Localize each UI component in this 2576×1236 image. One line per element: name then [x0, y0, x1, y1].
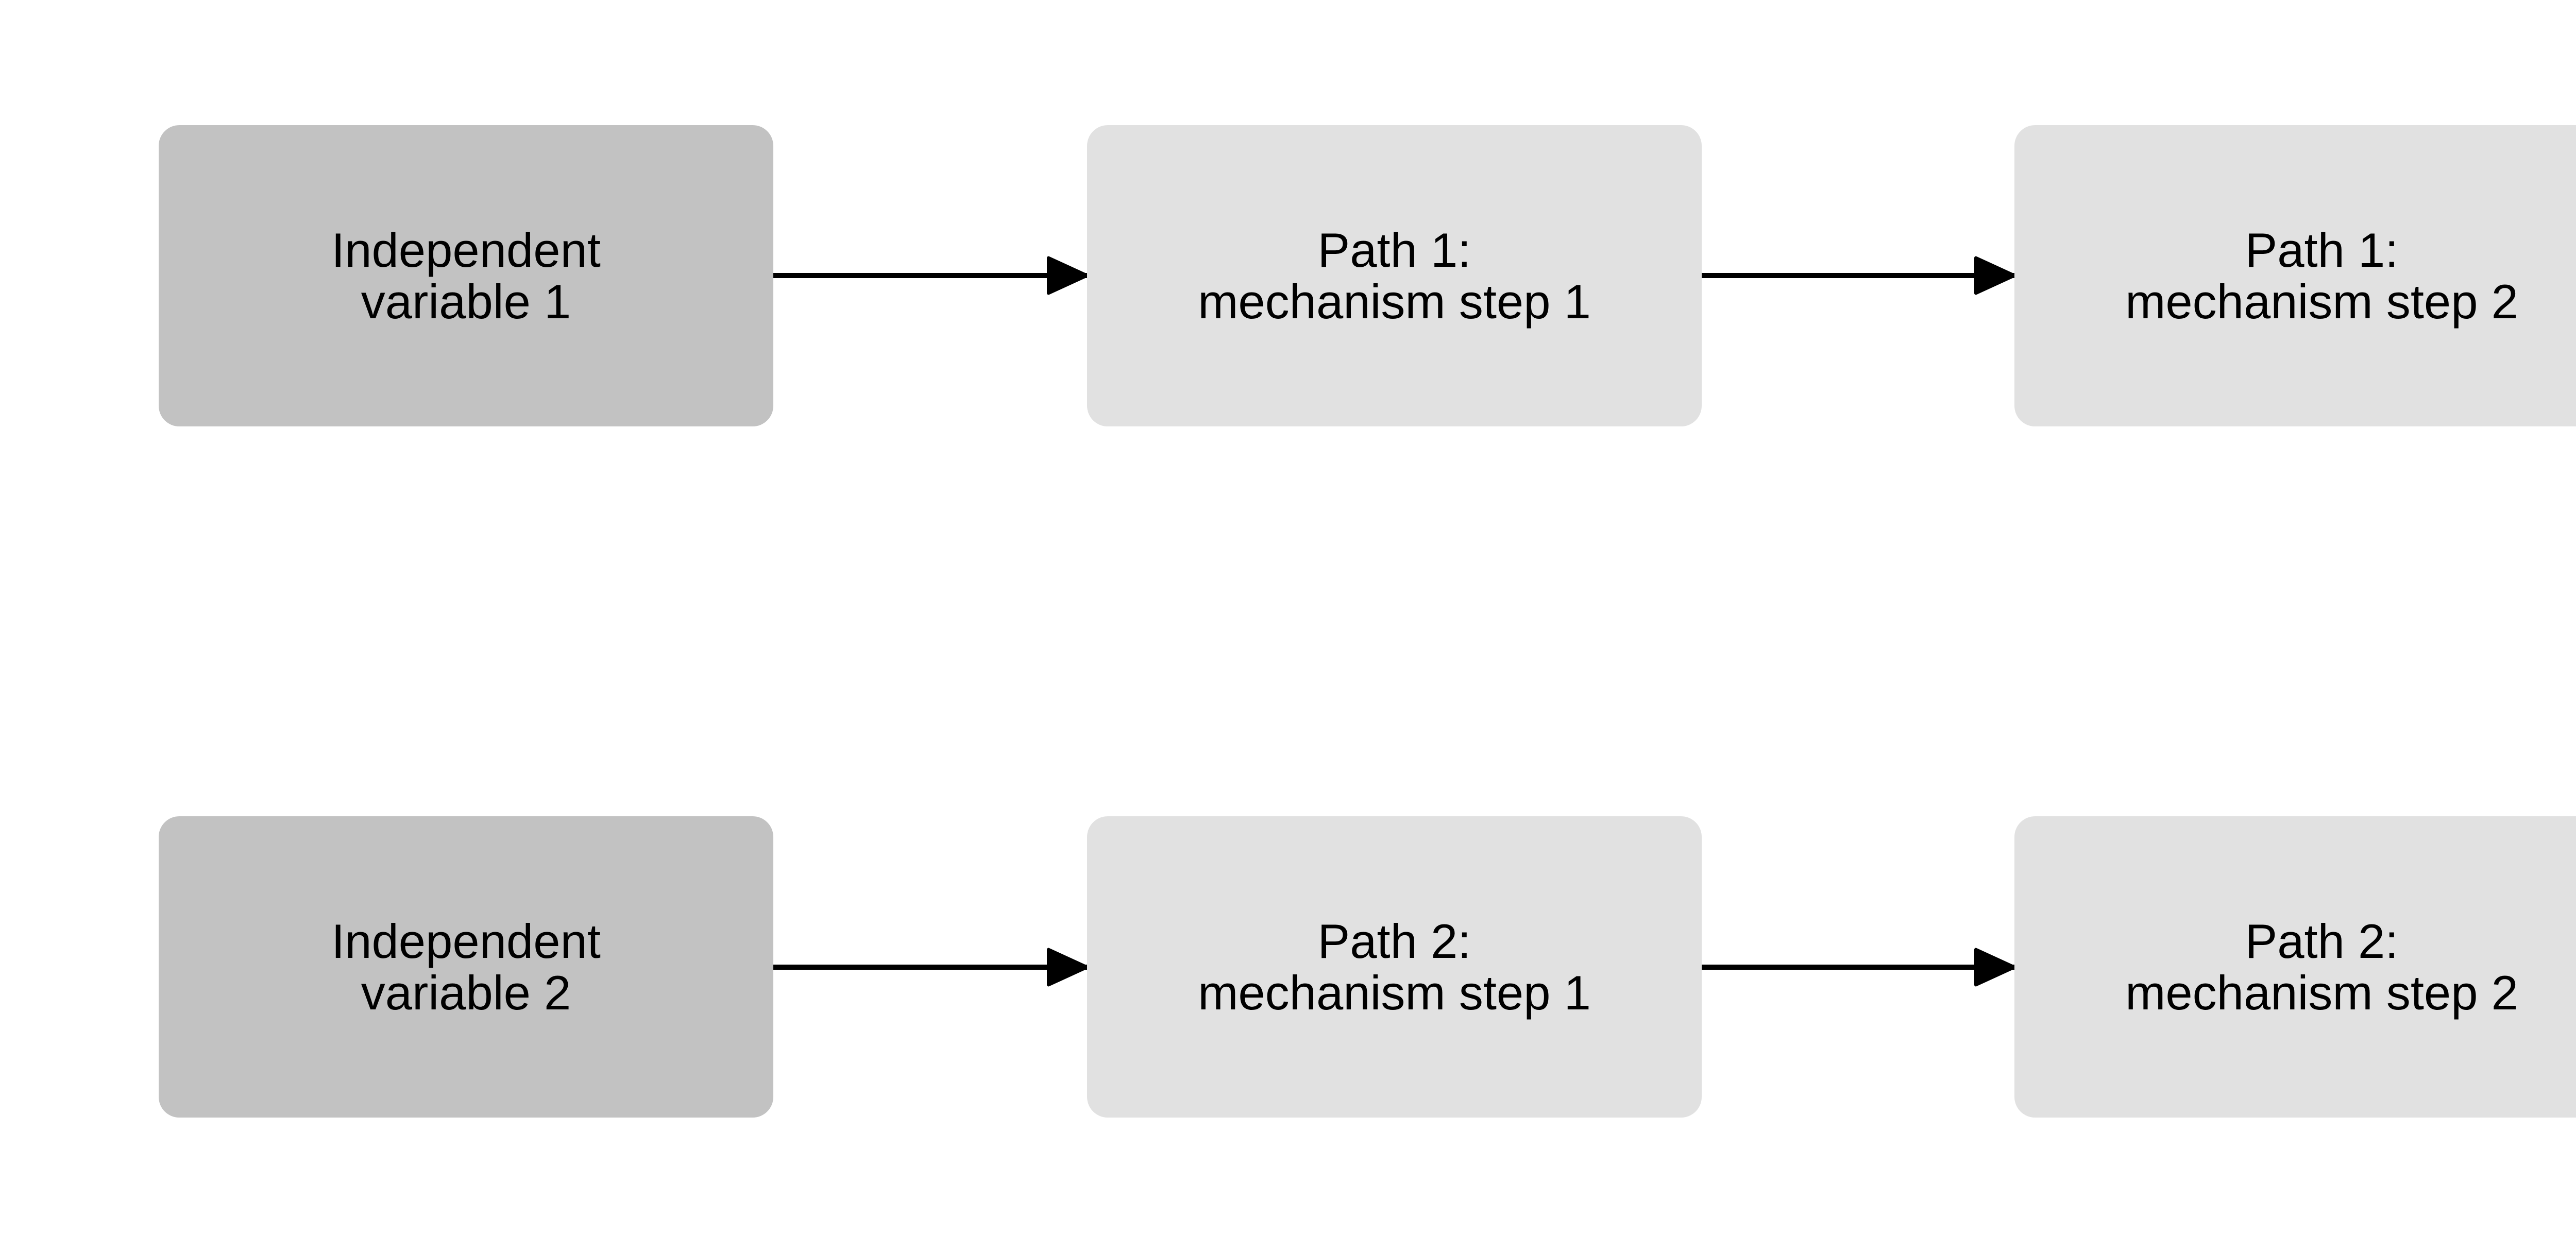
node-path1-mechanism-step-1: Path 1: mechanism step 1 [1087, 125, 1702, 426]
node-path2-mechanism-step-1: Path 2: mechanism step 1 [1087, 816, 1702, 1118]
node-label: Independent variable 1 [331, 222, 601, 329]
node-label: Path 2: mechanism step 1 [1198, 914, 1591, 1020]
node-path2-mechanism-step-2: Path 2: mechanism step 2 [2014, 816, 2576, 1118]
node-label: Path 1: mechanism step 2 [2125, 222, 2518, 329]
node-independent-variable-1: Independent variable 1 [159, 125, 773, 426]
node-label: Path 1: mechanism step 1 [1198, 222, 1591, 329]
node-label: Path 2: mechanism step 2 [2125, 914, 2518, 1020]
node-independent-variable-2: Independent variable 2 [159, 816, 773, 1118]
node-path1-mechanism-step-2: Path 1: mechanism step 2 [2014, 125, 2576, 426]
node-label: Independent variable 2 [331, 914, 601, 1020]
